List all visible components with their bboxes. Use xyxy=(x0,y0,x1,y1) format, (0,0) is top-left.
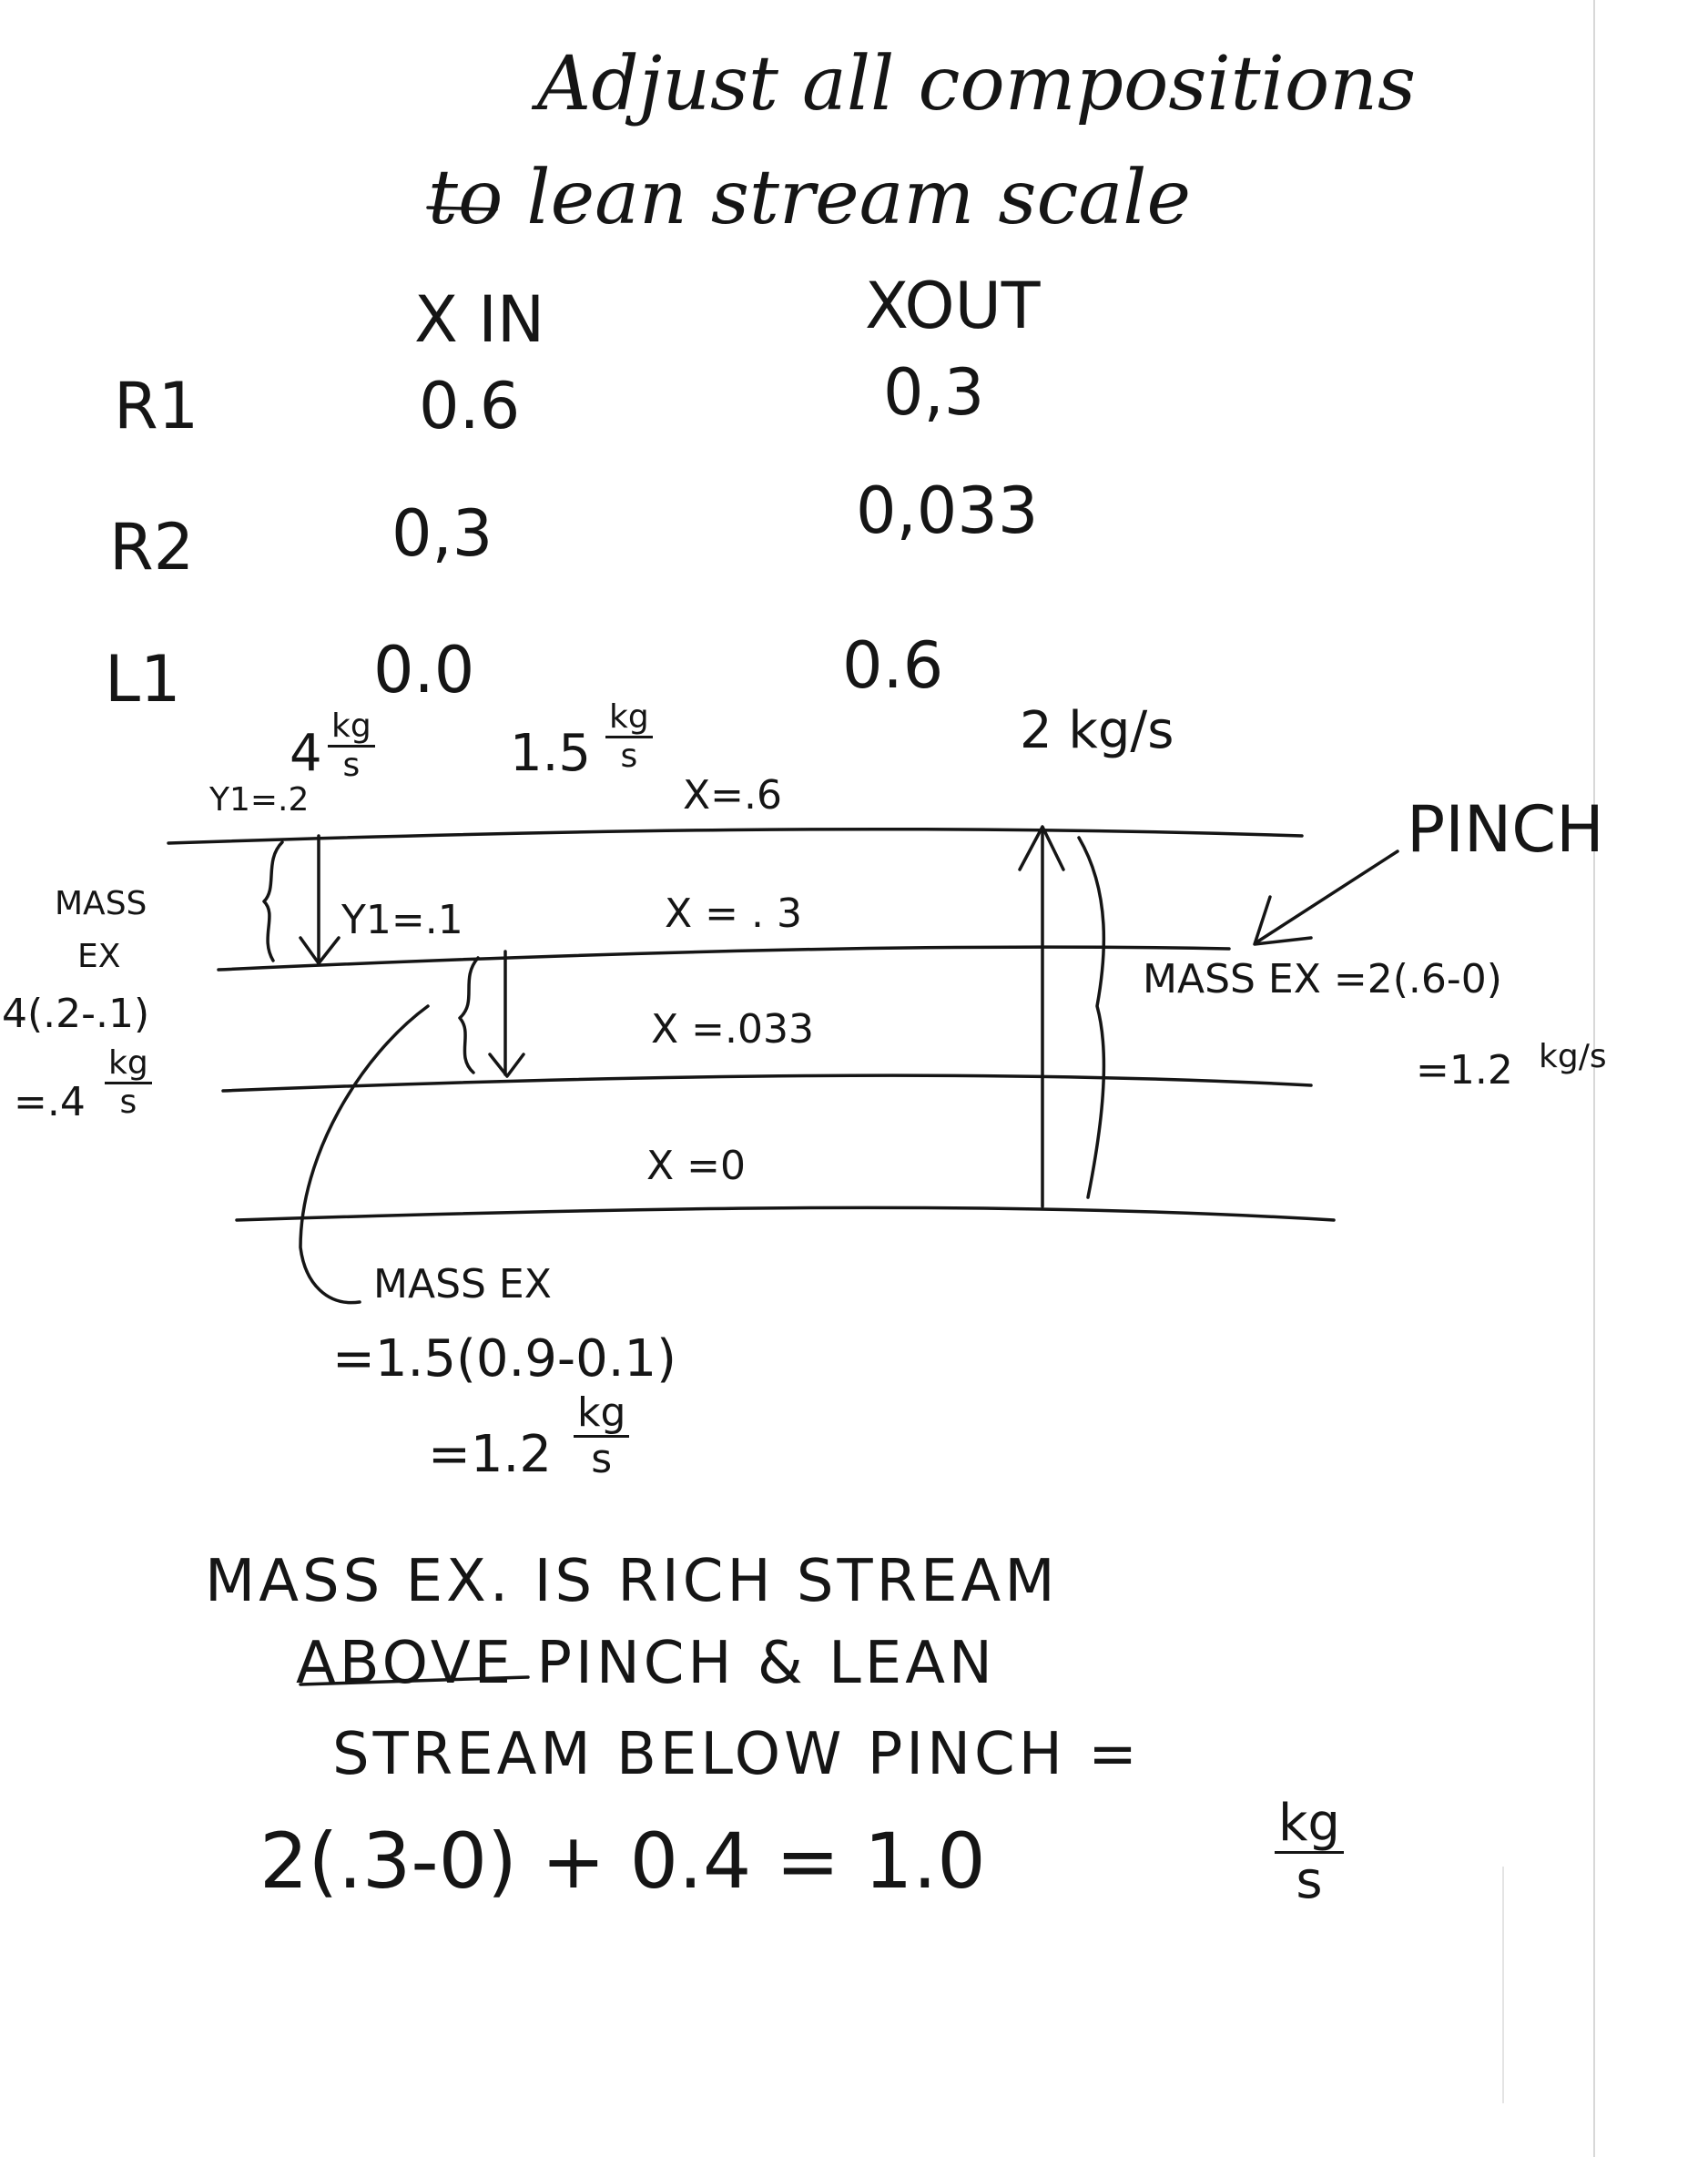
row-r1-x-out: 0,3 xyxy=(883,355,985,430)
level-line-x-03 xyxy=(217,945,1231,972)
label-level-x-03: X = . 3 xyxy=(665,890,802,937)
left-note-unit-num: kg xyxy=(105,1047,152,1084)
bottom-note-unit-num: kg xyxy=(574,1393,630,1438)
title-line-2: to lean stream scale xyxy=(428,155,1192,241)
left-note-unit-den: s xyxy=(119,1084,137,1121)
left-note-unit: kg s xyxy=(105,1047,152,1119)
right-note-line-2: =1.2 xyxy=(1416,1047,1513,1094)
label-y-top: Y1=.2 xyxy=(209,781,310,819)
flow-r1-value: 4 xyxy=(290,724,322,783)
flow-r2-value: 1.5 xyxy=(510,724,592,783)
flow-r2-unit: kg s xyxy=(605,701,653,773)
row-r2-x-out: 0,033 xyxy=(856,473,1039,548)
label-level-x-0: X =0 xyxy=(646,1143,746,1189)
right-note-line-1: MASS EX =2(.6-0) xyxy=(1143,956,1502,1002)
bottom-note-line-2: =1.5(0.9-0.1) xyxy=(332,1329,676,1389)
bottom-note-unit: kg s xyxy=(574,1393,630,1482)
conclusion-underline xyxy=(299,1675,530,1686)
row-l1-x-in: 0.0 xyxy=(373,633,475,707)
brace-r1 xyxy=(262,840,284,962)
row-r2-x-in: 0,3 xyxy=(391,496,493,571)
flow-r2-unit-num: kg xyxy=(605,701,653,738)
conclusion-line-1: MASS EX. IS RICH STREAM xyxy=(205,1548,1059,1615)
left-note-line-4: =.4 xyxy=(14,1079,86,1125)
brace-l1 xyxy=(1077,836,1106,1199)
scan-edge-right xyxy=(1593,0,1595,2157)
flow-r1-unit-den: s xyxy=(342,747,361,784)
conclusion-unit: kg s xyxy=(1275,1798,1344,1907)
label-level-x-0033: X =.033 xyxy=(651,1006,814,1053)
label-y-mid: Y1=.1 xyxy=(341,897,463,943)
label-level-x-06: X=.6 xyxy=(683,772,782,819)
bottom-note-leader xyxy=(299,1004,430,1305)
level-line-x-0 xyxy=(235,1206,1336,1222)
row-label-l1: L1 xyxy=(105,642,181,717)
pinch-label: PINCH xyxy=(1407,792,1604,867)
bottom-note-unit-den: s xyxy=(591,1436,613,1482)
right-note-unit: kg/s xyxy=(1539,1038,1607,1075)
bottom-note-line-3: =1.2 xyxy=(428,1425,552,1484)
conclusion-equation: 2(.3-0) + 0.4 = 1.0 xyxy=(259,1816,986,1906)
conclusion-unit-num: kg xyxy=(1275,1798,1344,1854)
level-line-x-06 xyxy=(167,827,1304,845)
left-note-line-3: 4(.2-.1) xyxy=(2,991,150,1037)
arrow-r1-head xyxy=(299,936,341,965)
arrow-r2-head xyxy=(488,1053,525,1078)
arrow-l1-head xyxy=(1018,825,1065,871)
row-r1-x-in: 0.6 xyxy=(419,369,521,443)
row-label-r1: R1 xyxy=(114,369,199,443)
level-line-x-0033 xyxy=(221,1073,1313,1093)
row-label-r2: R2 xyxy=(109,510,195,585)
row-l1-x-out: 0.6 xyxy=(842,628,944,703)
column-header-x-out: XOUT xyxy=(865,269,1041,343)
conclusion-line-2: ABOVE PINCH & LEAN xyxy=(296,1630,996,1697)
brace-r2 xyxy=(458,956,480,1074)
pinch-arrow-head xyxy=(1253,895,1313,946)
flow-r2-unit-den: s xyxy=(620,738,638,775)
scan-edge-right-lower xyxy=(1502,1867,1504,2103)
left-note-line-1: MASS xyxy=(55,885,147,922)
conclusion-line-3: STREAM BELOW PINCH = xyxy=(332,1721,1141,1788)
column-header-x-in: X IN xyxy=(414,282,545,357)
left-note-line-2: EX xyxy=(77,938,121,975)
bottom-note-line-1: MASS EX xyxy=(373,1261,552,1307)
title-line-1: Adjust all compositions xyxy=(537,41,1417,127)
flow-r1-unit-num: kg xyxy=(328,710,375,748)
conclusion-unit-den: s xyxy=(1296,1851,1323,1910)
pinch-arrow-shaft xyxy=(1255,850,1399,944)
title-underline xyxy=(426,206,498,211)
flow-r1-unit: kg s xyxy=(328,710,375,782)
flow-l1-rate: 2 kg/s xyxy=(1020,701,1174,760)
